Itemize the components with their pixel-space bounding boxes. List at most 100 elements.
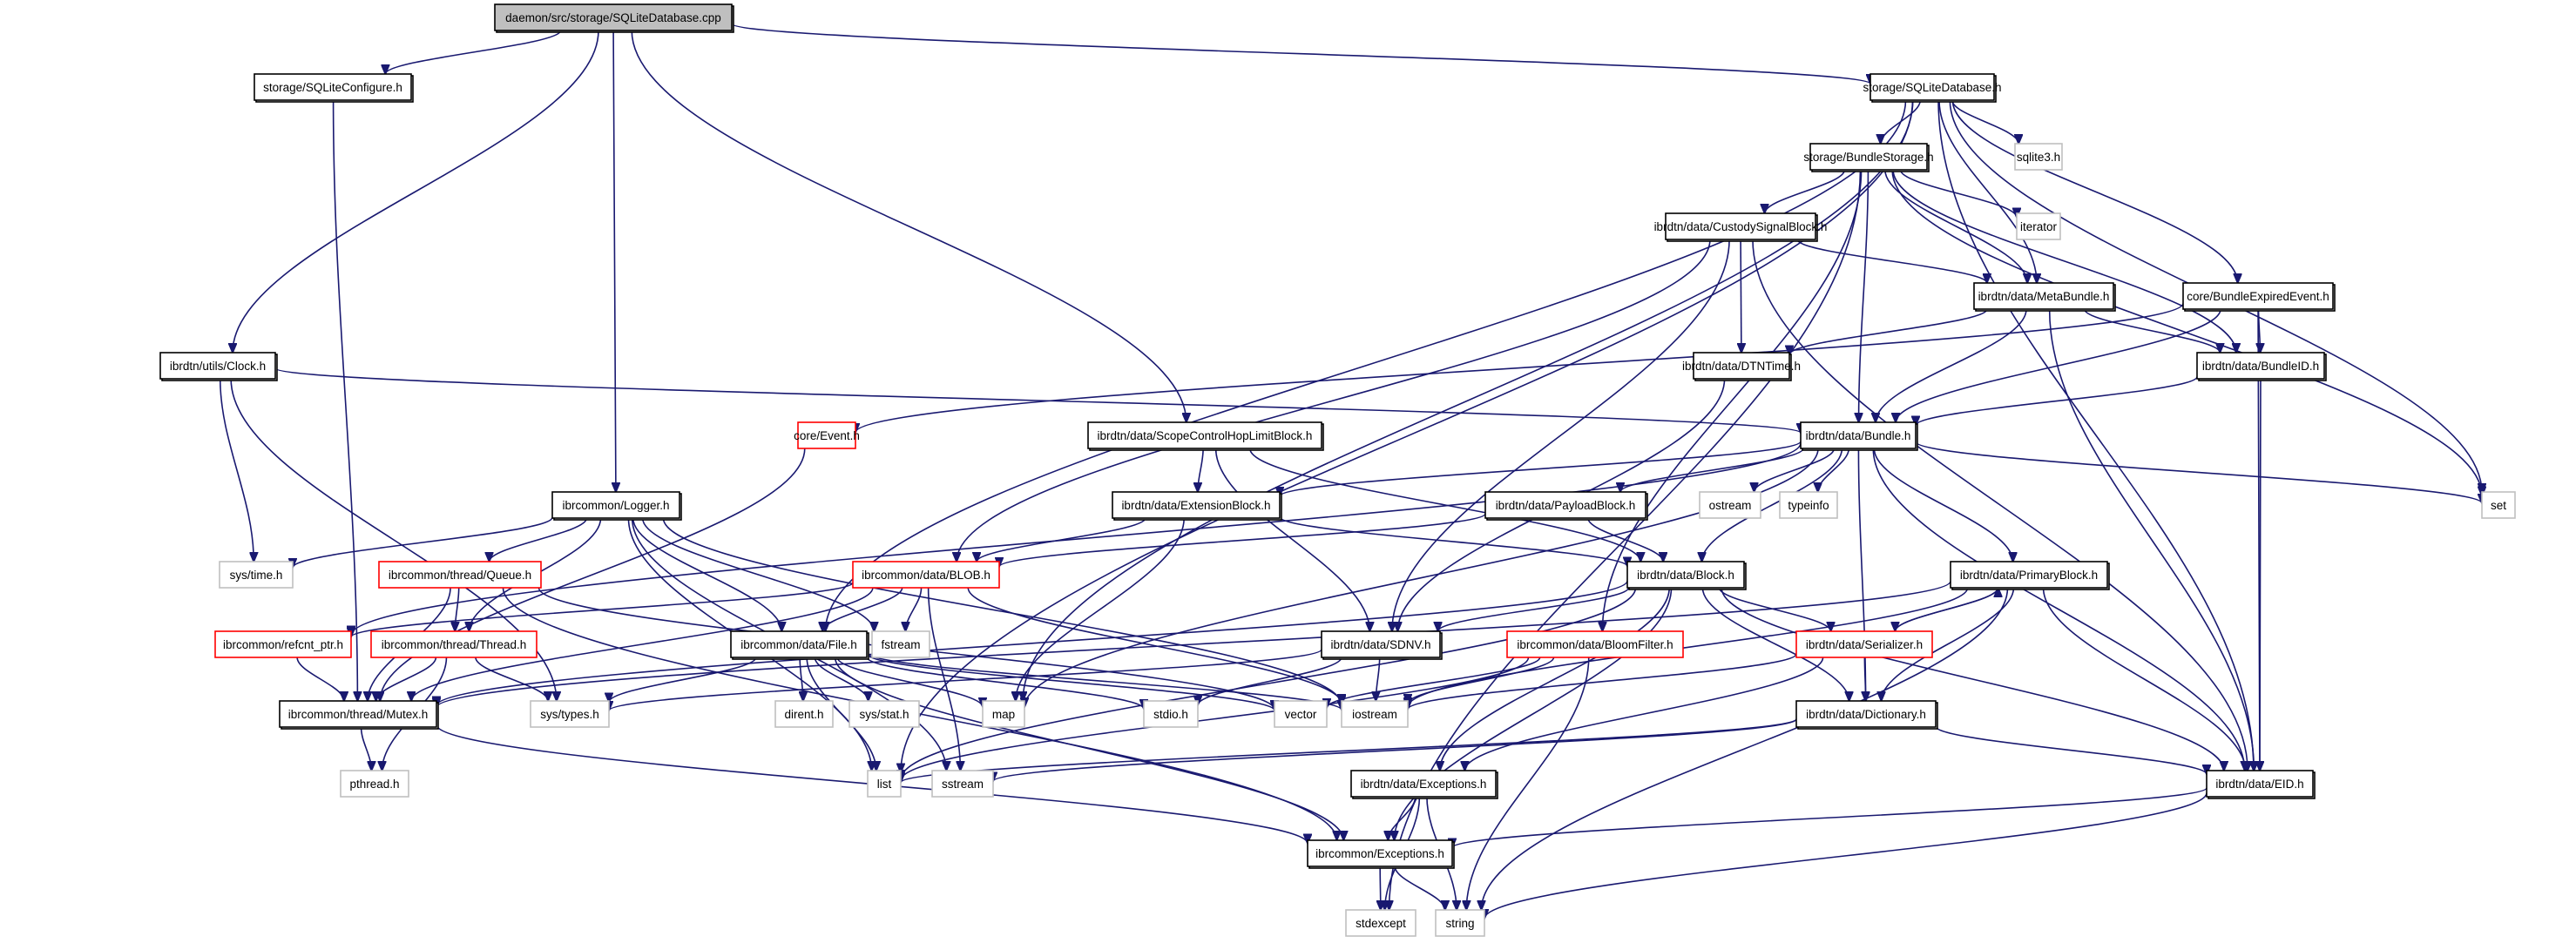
node-mutex[interactable]: ibrcommon/thread/Mutex.h	[279, 700, 439, 730]
node-box	[214, 630, 352, 658]
node-payload[interactable]: ibrdtn/data/PayloadBlock.h	[1484, 491, 1648, 521]
node-box	[1800, 421, 1917, 449]
edge-sqldbh-to-list	[901, 99, 1914, 772]
edge-sdnv-to-stdio	[1198, 657, 1342, 705]
node-bundle[interactable]: ibrdtn/data/Bundle.h	[1800, 421, 1918, 451]
edge-dict-to-sstream	[993, 718, 1797, 781]
node-sdnv[interactable]: ibrdtn/data/SDNV.h	[1321, 630, 1443, 660]
edge-root-to-logger	[613, 30, 616, 492]
edge-bloom-to-vector	[1327, 657, 1541, 708]
node-cexc[interactable]: ibrcommon/Exceptions.h	[1307, 839, 1455, 869]
edge-primary-to-mutex	[436, 580, 1951, 708]
node-label: sys/types.h	[540, 708, 599, 721]
node-label: typeinfo	[1788, 499, 1829, 512]
node-event[interactable]: core/Event.h	[794, 421, 860, 449]
edge-queue-to-cexc	[502, 587, 1337, 840]
edge-bundle-to-payload	[1620, 448, 1804, 492]
node-label: ibrcommon/data/BLOB.h	[862, 569, 991, 582]
node-box	[774, 700, 834, 728]
edge-bexp-to-bundle	[1896, 308, 2221, 422]
node-label: ibrdtn/data/Exceptions.h	[1361, 778, 1487, 791]
node-primary[interactable]: ibrdtn/data/PrimaryBlock.h	[1950, 561, 2110, 590]
node-sysstat: sys/stat.h	[849, 700, 920, 728]
node-ostream: ostream	[1699, 491, 1761, 519]
edge-bundle-to-typeinfo	[1818, 448, 1850, 492]
node-refcnt[interactable]: ibrcommon/refcnt_ptr.h	[214, 630, 352, 658]
edge-dict-to-eid	[1935, 725, 2207, 774]
node-eid[interactable]: ibrdtn/data/EID.h	[2206, 770, 2316, 799]
node-bexp[interactable]: core/BundleExpiredEvent.h	[2182, 282, 2336, 312]
node-box	[2196, 352, 2325, 380]
node-file[interactable]: ibrcommon/data/File.h	[730, 630, 869, 660]
node-dexc[interactable]: ibrdtn/data/Exceptions.h	[1350, 770, 1498, 799]
node-bloom[interactable]: ibrcommon/data/BloomFilter.h	[1506, 630, 1684, 658]
node-logger[interactable]: ibrcommon/Logger.h	[551, 491, 682, 521]
node-label: ibrdtn/data/DTNTime.h	[1682, 360, 1801, 373]
node-box	[931, 770, 994, 798]
edge-queue-to-thread	[455, 587, 460, 631]
edge-file-to-cexc	[834, 657, 1344, 840]
edge-metab-to-bundle	[1876, 308, 2027, 422]
node-sstream: sstream	[931, 770, 994, 798]
node-dict[interactable]: ibrdtn/data/Dictionary.h	[1795, 700, 1938, 730]
node-root[interactable]: daemon/src/storage/SQLiteDatabase.cpp	[494, 3, 734, 33]
edge-bundle-to-primary	[1873, 448, 2012, 562]
node-label: ibrcommon/thread/Mutex.h	[288, 708, 429, 721]
node-dirent: dirent.h	[774, 700, 834, 728]
edge-root-to-sqldbh	[731, 23, 1870, 84]
node-label: ibrdtn/data/ExtensionBlock.h	[1121, 499, 1270, 512]
edge-thread-to-mutex	[376, 657, 437, 701]
node-box	[219, 561, 294, 589]
node-thread[interactable]: ibrcommon/thread/Thread.h	[370, 630, 538, 658]
node-label: ibrdtn/data/EID.h	[2215, 778, 2303, 791]
edge-bundle-to-map	[1024, 448, 1819, 707]
node-bstore[interactable]: storage/BundleStorage.h	[1803, 143, 1934, 172]
edge-file-to-vector	[866, 653, 1274, 711]
node-clock[interactable]: ibrdtn/utils/Clock.h	[159, 352, 278, 381]
edge-bundle-to-set	[1915, 441, 2482, 503]
node-label: ibrdtn/utils/Clock.h	[170, 360, 266, 373]
node-block[interactable]: ibrdtn/data/Block.h	[1626, 561, 1747, 590]
edge-bundle-to-block	[1702, 448, 1843, 562]
node-box	[1143, 700, 1199, 728]
edge-root-to-sqlcfg	[385, 30, 562, 74]
node-queue[interactable]: ibrcommon/thread/Queue.h	[378, 561, 542, 589]
node-serial[interactable]: ibrdtn/data/Serializer.h	[1795, 630, 1933, 658]
node-map: map	[982, 700, 1025, 728]
edge-metab-to-eid	[2048, 308, 2255, 771]
edge-block-to-dict	[1701, 587, 1849, 701]
node-custody[interactable]: ibrdtn/data/CustodySignalBlock.h	[1654, 212, 1828, 242]
node-dtntime[interactable]: ibrdtn/data/DTNTime.h	[1682, 352, 1801, 381]
node-box	[1506, 630, 1684, 658]
node-ext[interactable]: ibrdtn/data/ExtensionBlock.h	[1112, 491, 1282, 521]
node-sqldbh[interactable]: storage/SQLiteDatabase.h	[1863, 73, 2002, 103]
edge-file-to-systypes	[609, 657, 757, 702]
edge-bloom-to-list	[901, 657, 1530, 780]
node-layer: daemon/src/storage/SQLiteDatabase.cpp sto…	[159, 3, 2516, 937]
edge-logger-to-queue	[490, 517, 588, 562]
node-sqlite3: sqlite3.h	[2014, 143, 2063, 171]
node-box	[2206, 770, 2314, 798]
node-box	[2014, 143, 2063, 171]
node-scope[interactable]: ibrdtn/data/ScopeControlHopLimitBlock.h	[1087, 421, 1324, 451]
node-box	[1809, 143, 1928, 171]
node-systime: sys/time.h	[219, 561, 294, 589]
node-sqlcfg[interactable]: storage/SQLiteConfigure.h	[254, 73, 414, 103]
edge-event-to-mutex	[380, 448, 806, 701]
edge-logger-to-iostream	[662, 517, 1342, 705]
edge-ext-to-map	[1016, 517, 1185, 701]
edge-serial-to-dict	[1864, 657, 1865, 701]
edge-blob-to-sstream	[927, 587, 961, 771]
node-label: set	[2491, 499, 2506, 512]
node-box	[340, 770, 409, 798]
node-blob[interactable]: ibrcommon/data/BLOB.h	[852, 561, 1000, 589]
edge-bstore-to-custody	[1765, 169, 1846, 213]
node-bundleid[interactable]: ibrdtn/data/BundleID.h	[2196, 352, 2327, 381]
node-box	[370, 630, 538, 658]
node-metab[interactable]: ibrdtn/data/MetaBundle.h	[1973, 282, 2116, 312]
node-pthread: pthread.h	[340, 770, 409, 798]
node-label: sys/time.h	[230, 569, 283, 582]
edge-blob-to-file	[822, 587, 903, 631]
edge-sqlcfg-to-mutex	[332, 99, 358, 701]
node-box	[1087, 421, 1322, 449]
